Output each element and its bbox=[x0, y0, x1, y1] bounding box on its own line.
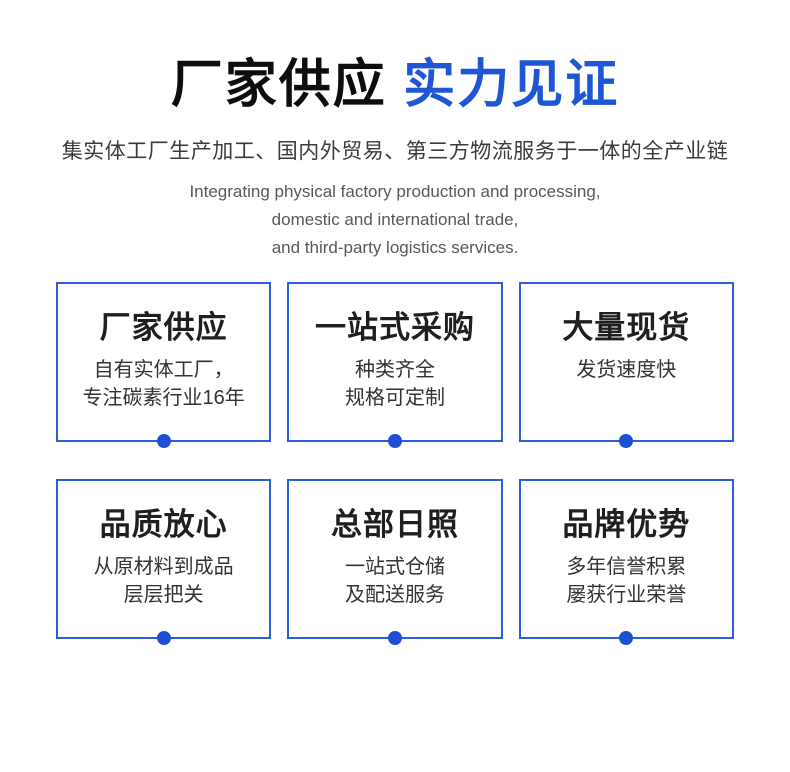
card-title: 一站式采购 bbox=[314, 309, 475, 345]
feature-card-brand-advantage: 品牌优势 多年信誉积累 屡获行业荣誉 bbox=[518, 478, 734, 645]
card-dot bbox=[619, 433, 634, 448]
page-title: 厂家供应 实力见证 bbox=[0, 54, 790, 116]
card-body-line: 多年信誉积累 bbox=[566, 555, 687, 578]
card-body: 一站式仓储 及配送服务 bbox=[289, 553, 500, 609]
card-body-line: 一站式仓储 bbox=[344, 555, 445, 578]
page-title-black: 厂家供应 bbox=[170, 56, 387, 114]
page-subtitle: 集实体工厂生产加工、国内外贸易、第三方物流服务于一体的全产业链 bbox=[61, 139, 729, 164]
feature-card-one-stop-purchase: 一站式采购 种类齐全 规格可定制 bbox=[287, 281, 503, 448]
card-dot bbox=[387, 630, 402, 645]
page-header: 厂家供应 实力见证 集实体工厂生产加工、国内外贸易、第三方物流服务于一体的全产业… bbox=[0, 54, 790, 262]
card-body: 种类齐全 规格可定制 bbox=[289, 356, 500, 412]
card-body-line: 发货速度快 bbox=[576, 358, 677, 381]
english-line: domestic and international trade, bbox=[271, 209, 519, 229]
card-dot bbox=[387, 433, 402, 448]
card-dot bbox=[156, 630, 171, 645]
card-title: 品质放心 bbox=[99, 506, 228, 542]
card-body-line: 种类齐全 bbox=[354, 358, 435, 381]
card-title: 品牌优势 bbox=[562, 506, 691, 542]
card-body-line: 自有实体工厂， bbox=[93, 358, 234, 381]
card-body: 发货速度快 bbox=[521, 356, 732, 384]
feature-card-factory-supply: 厂家供应 自有实体工厂， 专注碳素行业16年 bbox=[56, 281, 272, 448]
english-line: Integrating physical factory production … bbox=[189, 181, 601, 201]
english-description: Integrating physical factory production … bbox=[0, 178, 790, 262]
english-line: and third-party logistics services. bbox=[271, 237, 519, 257]
card-body-line: 专注碳素行业16年 bbox=[82, 386, 245, 409]
card-body-line: 规格可定制 bbox=[344, 386, 445, 409]
feature-card-quality-assurance: 品质放心 从原材料到成品 层层把关 bbox=[56, 478, 272, 645]
promo-page: 厂家供应 实力见证 集实体工厂生产加工、国内外贸易、第三方物流服务于一体的全产业… bbox=[0, 54, 790, 772]
card-title: 大量现货 bbox=[562, 309, 691, 345]
card-dot bbox=[619, 630, 634, 645]
card-body: 多年信誉积累 屡获行业荣誉 bbox=[521, 553, 732, 609]
card-title: 厂家供应 bbox=[99, 309, 228, 345]
feature-card-large-stock: 大量现货 发货速度快 bbox=[518, 281, 734, 448]
card-body-line: 及配送服务 bbox=[344, 583, 445, 606]
feature-cards-grid: 厂家供应 自有实体工厂， 专注碳素行业16年 一站式采购 种类齐全 规格可定制 … bbox=[0, 281, 790, 645]
card-body-line: 层层把关 bbox=[123, 583, 204, 606]
card-title: 总部日照 bbox=[330, 506, 459, 542]
card-body: 自有实体工厂， 专注碳素行业16年 bbox=[58, 356, 269, 412]
card-body: 从原材料到成品 层层把关 bbox=[58, 553, 269, 609]
card-dot bbox=[156, 433, 171, 448]
card-body-line: 从原材料到成品 bbox=[93, 555, 234, 578]
page-title-blue: 实力见证 bbox=[403, 56, 620, 114]
card-body-line: 屡获行业荣誉 bbox=[566, 583, 687, 606]
feature-card-headquarters-rizhao: 总部日照 一站式仓储 及配送服务 bbox=[287, 478, 503, 645]
